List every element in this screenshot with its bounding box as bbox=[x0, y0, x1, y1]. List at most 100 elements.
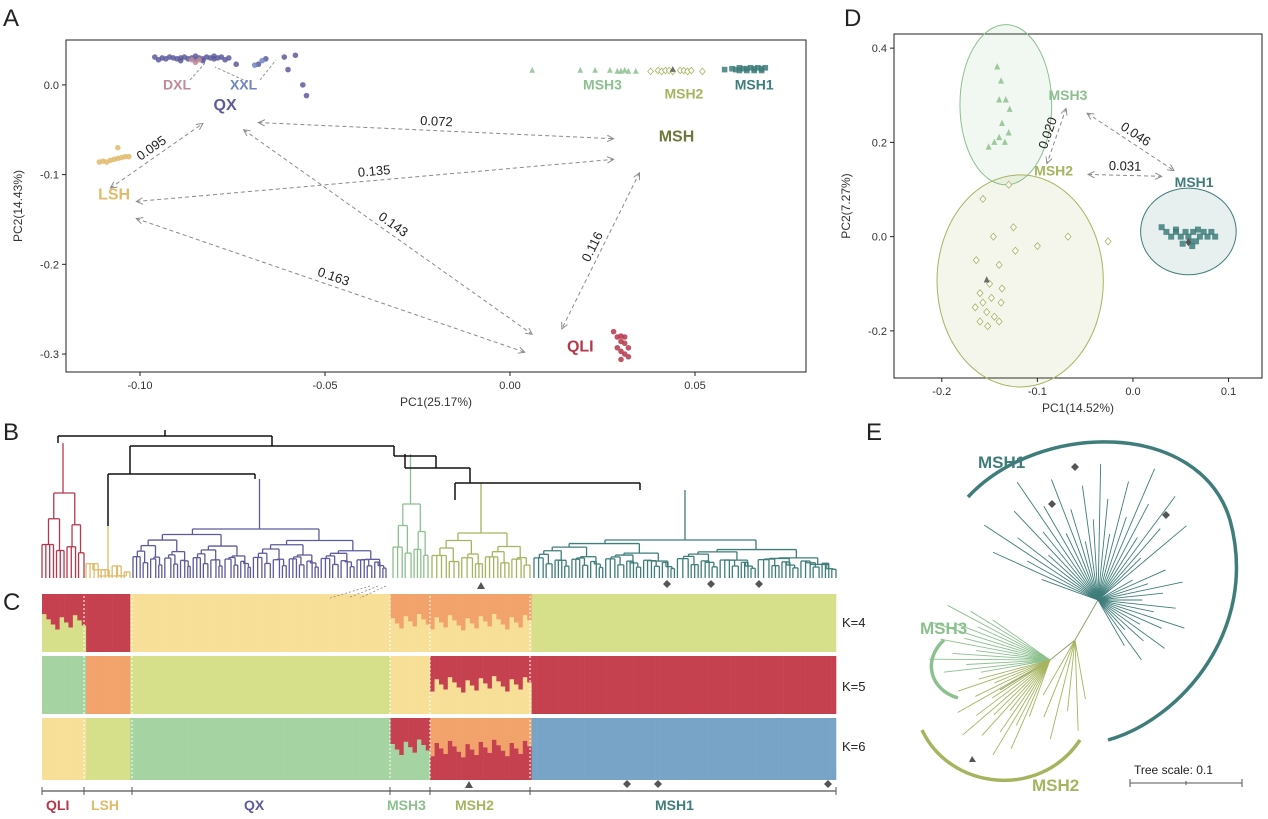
admix-bar bbox=[425, 624, 431, 652]
admix-bar bbox=[249, 656, 255, 714]
admix-bar bbox=[72, 594, 78, 616]
admix-bar bbox=[355, 594, 360, 652]
admix-bar bbox=[222, 718, 228, 780]
admix-bar bbox=[668, 656, 674, 714]
admix-bar bbox=[165, 656, 171, 714]
msh2-branch bbox=[962, 685, 1020, 736]
msh2-branch bbox=[1075, 671, 1079, 731]
point-msh3 bbox=[999, 119, 1006, 127]
admix-bar bbox=[800, 656, 806, 714]
msh1-branch bbox=[1097, 564, 1102, 601]
msh1-branch bbox=[1107, 610, 1126, 631]
point-msh2 bbox=[995, 260, 1003, 270]
admix-bar bbox=[147, 718, 153, 780]
admix-bar bbox=[637, 594, 643, 652]
msh3-branch bbox=[943, 663, 1013, 673]
admix-bar bbox=[452, 620, 457, 652]
admix-bar bbox=[134, 656, 140, 714]
admix-bar bbox=[491, 676, 497, 714]
admix-bar bbox=[813, 656, 819, 714]
panel-letter-e: E bbox=[866, 419, 882, 446]
admix-bar bbox=[478, 656, 484, 679]
admix-bar bbox=[641, 656, 647, 714]
msh1-branch bbox=[1081, 485, 1093, 561]
admix-bar bbox=[59, 718, 65, 780]
admix-bar bbox=[341, 656, 347, 714]
admix-bar bbox=[818, 656, 824, 714]
msh1-branch bbox=[1113, 613, 1144, 642]
admix-bar bbox=[611, 656, 616, 714]
admix-bar bbox=[606, 718, 612, 780]
admix-bar bbox=[761, 718, 766, 780]
msh1-branch bbox=[992, 551, 1062, 584]
point-msh3 bbox=[625, 67, 632, 74]
group-label-msh1: MSH1 bbox=[735, 76, 774, 92]
msh1-branch bbox=[1101, 534, 1111, 578]
admix-bar bbox=[712, 594, 718, 652]
point-lsh bbox=[126, 153, 132, 160]
distance-label: 0.072 bbox=[420, 113, 453, 129]
admix-bar bbox=[46, 594, 52, 620]
admix-bar bbox=[483, 594, 488, 622]
connector-line bbox=[329, 585, 371, 599]
admix-bar bbox=[421, 656, 427, 714]
admix-bar bbox=[209, 718, 215, 780]
admix-bar bbox=[412, 718, 418, 753]
point-qx bbox=[281, 54, 288, 60]
admix-bar bbox=[566, 718, 572, 780]
admix-bar bbox=[703, 594, 709, 652]
admix-bar bbox=[156, 718, 162, 780]
admix-bar bbox=[116, 594, 122, 652]
x-tick-label: 0.00 bbox=[499, 380, 520, 392]
admix-bar bbox=[214, 656, 219, 714]
admix-bar bbox=[94, 656, 100, 714]
point-xxl bbox=[251, 62, 258, 68]
admix-bar bbox=[500, 594, 506, 625]
admix-bar bbox=[580, 656, 585, 714]
admix-bar bbox=[108, 718, 113, 780]
admix-bar bbox=[588, 594, 594, 652]
admix-bar bbox=[275, 656, 281, 714]
panel-e-branches bbox=[929, 463, 1187, 756]
admix-bar bbox=[311, 594, 316, 652]
panel-d-ellipses bbox=[936, 24, 1237, 388]
admix-bar bbox=[500, 686, 506, 714]
admix-bar bbox=[381, 656, 387, 714]
msh1-branch bbox=[1081, 557, 1099, 601]
point-qx bbox=[292, 52, 299, 59]
point-msh3 bbox=[998, 77, 1005, 84]
admix-bar bbox=[443, 689, 449, 714]
point-xxl bbox=[259, 57, 265, 64]
admix-bar bbox=[686, 718, 691, 780]
msh1-branch bbox=[1111, 537, 1138, 579]
admix-bar bbox=[677, 594, 682, 652]
msh3-branch bbox=[940, 638, 1012, 654]
point-msh1 bbox=[1212, 233, 1219, 240]
admix-bar bbox=[725, 656, 731, 714]
admix-bar bbox=[496, 745, 502, 780]
admix-bar bbox=[394, 718, 400, 750]
admix-bar bbox=[721, 656, 727, 714]
point-msh1 bbox=[1185, 233, 1192, 240]
admix-bar bbox=[465, 618, 471, 652]
msh1-branch bbox=[1097, 599, 1126, 604]
admix-bar bbox=[597, 594, 603, 652]
admix-bar bbox=[447, 740, 453, 780]
admix-bar bbox=[55, 629, 60, 652]
admix-bar bbox=[553, 656, 559, 714]
admix-bar bbox=[434, 742, 440, 780]
point-qx bbox=[300, 82, 306, 88]
distance-label: 0.031 bbox=[1109, 158, 1142, 174]
admix-bar bbox=[452, 594, 457, 621]
msh1-branch bbox=[1092, 559, 1099, 601]
admix-bar bbox=[293, 594, 299, 652]
admix-bar bbox=[738, 594, 744, 652]
admix-bar bbox=[205, 594, 210, 652]
admix-bar bbox=[818, 718, 824, 780]
admix-bar bbox=[805, 594, 810, 652]
msh3-arc bbox=[929, 638, 959, 700]
admix-bar bbox=[394, 594, 400, 624]
admix-bar bbox=[761, 594, 766, 652]
admix-bar bbox=[68, 594, 74, 628]
admix-bar bbox=[412, 656, 418, 714]
